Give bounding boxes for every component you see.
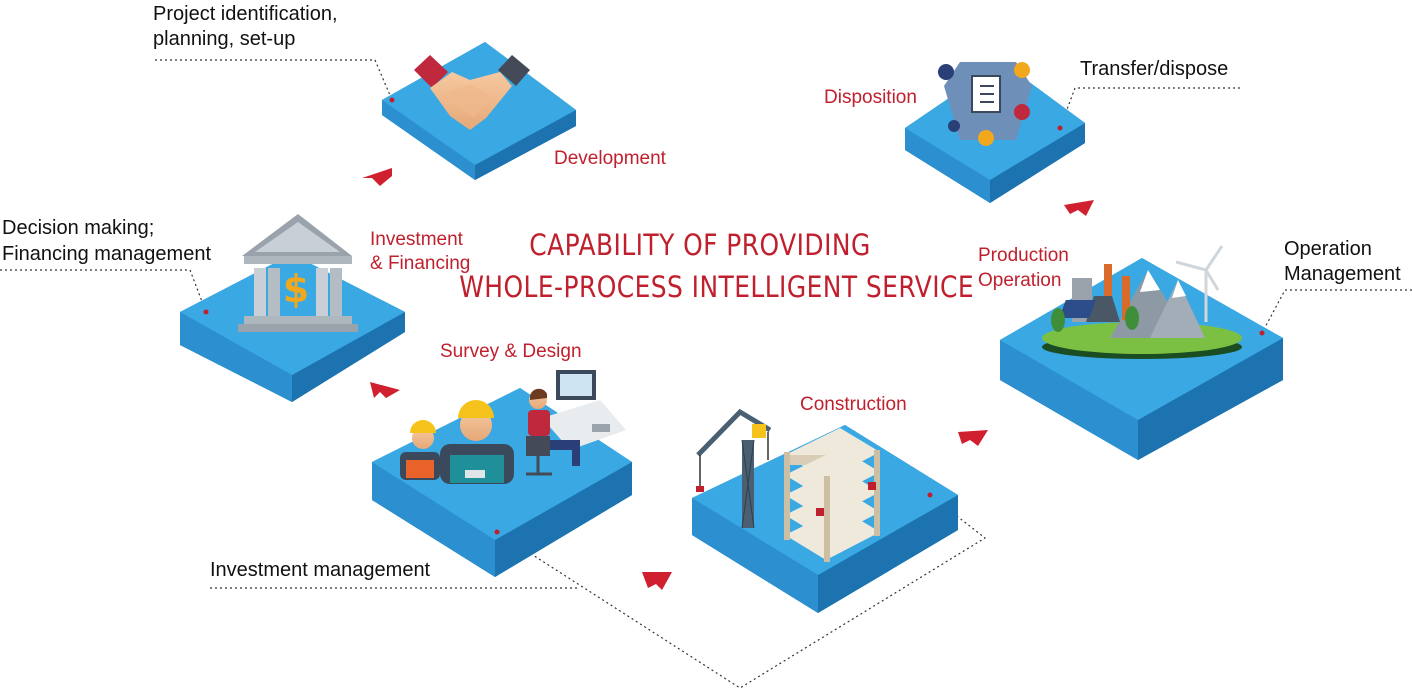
crane-icon [696,408,772,529]
tile-disposition [905,62,1085,203]
callout-line-development [155,59,393,101]
callout-project-identification-line-1: Project identification, [153,3,338,25]
callout-line-investment [0,269,207,313]
designer-at-desk-icon [526,370,626,476]
arrow-development-to-investment [362,168,392,186]
callout-operation-management-line-1: Operation [1284,238,1372,260]
stage-label-development: Development [554,148,666,169]
arrow-survey-to-construction [642,572,672,590]
callout-operation-management-line-2: Management [1284,263,1401,285]
stage-label-disposition: Disposition [824,87,917,108]
stage-label-production-line-1: Production [978,245,1069,266]
stage-label-investment-line-1: Investment [370,229,463,250]
tile-production-operation [1000,245,1283,460]
meeting-checklist-icon [938,62,1032,146]
tile-investment: $ [180,214,405,402]
industry-landscape-icon [1042,245,1242,359]
tile-development [382,42,576,180]
stage-label-construction: Construction [800,394,907,415]
workers-icon [400,400,514,484]
bank-icon: $ [238,214,358,332]
svg-text:$: $ [283,267,309,311]
tile-construction [692,408,958,613]
stage-label-investment-line-2: & Financing [370,253,471,274]
arrow-production-to-disposition [1064,200,1094,216]
callout-decision-making-line-1: Decision making; [2,217,155,239]
diagram-title-line-1: CAPABILITY OF PROVIDING [529,228,871,262]
arrow-investment-to-survey [370,382,400,398]
handshake-icon [414,55,530,130]
arrow-construction-to-production [958,430,988,446]
stage-label-survey-design: Survey & Design [440,341,582,362]
callout-line-disposition [1059,87,1240,129]
tile-survey-design [372,370,632,577]
building-icon [784,428,880,562]
flow-arrows [362,168,1094,590]
diagram-title-line-2: WHOLE-PROCESS INTELLIGENT SERVICE [459,270,975,304]
callout-line-operation [1261,289,1412,334]
stage-label-production-line-2: Operation [978,270,1062,291]
callout-decision-making-line-2: Financing management [2,243,212,265]
callout-project-identification-line-2: planning, set-up [153,28,296,50]
callout-transfer-dispose: Transfer/dispose [1080,58,1229,80]
callout-investment-management: Investment management [210,559,431,581]
